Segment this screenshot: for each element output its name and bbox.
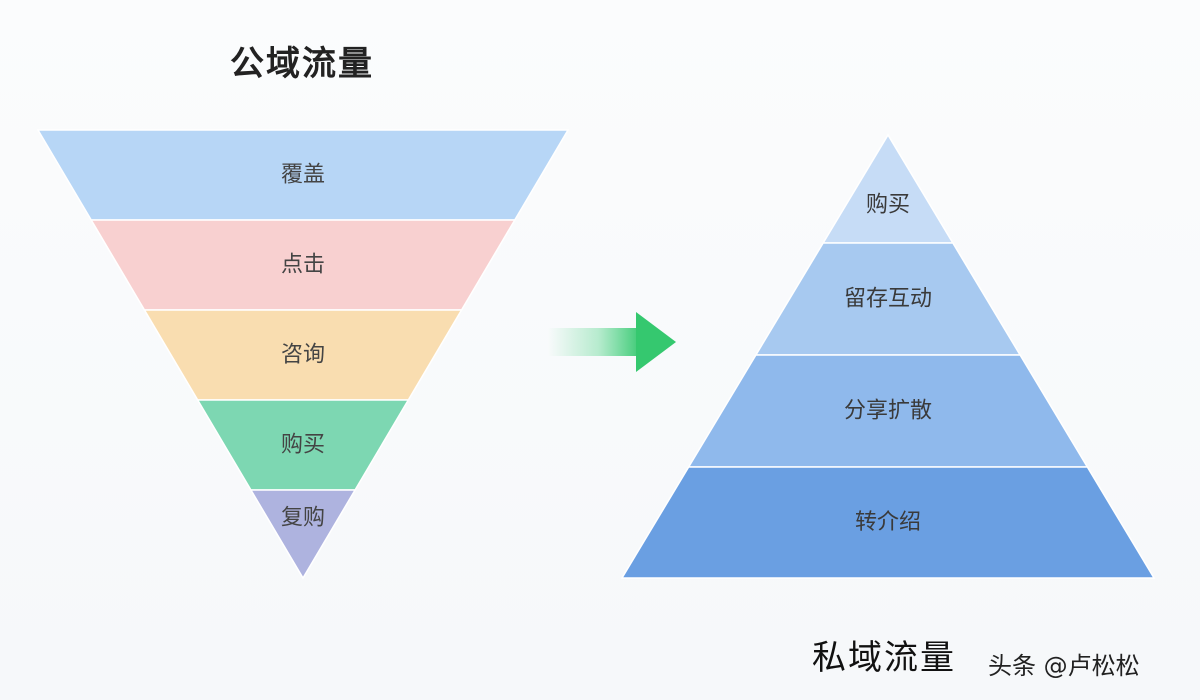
arrow-shaft <box>548 328 640 356</box>
private-traffic-title: 私域流量 <box>812 638 956 678</box>
pyramid-layer-4 <box>620 466 1156 579</box>
pyramid-layer-1 <box>821 133 955 244</box>
funnel-layer-5 <box>249 489 357 580</box>
pyramid-layer-label: 购买 <box>866 193 910 218</box>
funnel-layer-label: 复购 <box>281 506 325 531</box>
funnel-layer-label: 覆盖 <box>281 163 325 188</box>
public-traffic-title: 公域流量 <box>230 44 374 84</box>
watermark-text: 头条 @卢松松 <box>988 652 1140 680</box>
pyramid-layer-label: 分享扩散 <box>844 399 932 424</box>
pyramid-layer-label: 留存互动 <box>844 287 932 312</box>
arrow-head <box>636 312 676 372</box>
funnel-layer-label: 点击 <box>281 253 325 278</box>
funnel-layer-label: 购买 <box>281 433 325 458</box>
funnel-layer-label: 咨询 <box>281 343 325 368</box>
pyramid-layer-label: 转介绍 <box>855 510 921 535</box>
right-arrow-icon <box>548 312 676 372</box>
